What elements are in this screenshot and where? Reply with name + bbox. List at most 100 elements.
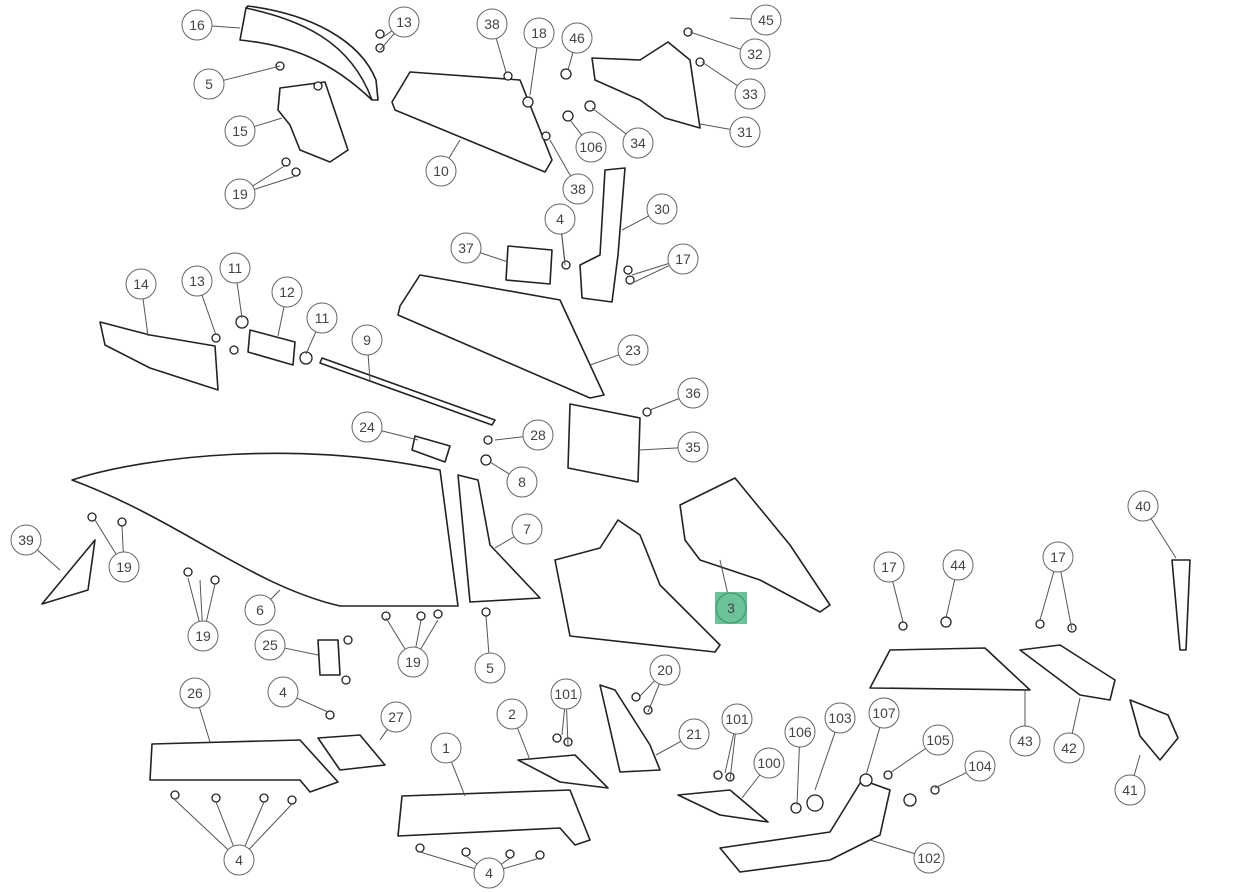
callout-1[interactable]: 1 (430, 732, 462, 764)
callout-11[interactable]: 11 (306, 302, 338, 334)
callout-46[interactable]: 46 (561, 22, 593, 54)
leader-line (503, 857, 541, 870)
callout-106[interactable]: 106 (784, 716, 816, 748)
callout-41[interactable]: 41 (1114, 774, 1146, 806)
callout-31[interactable]: 31 (729, 116, 761, 148)
callout-30[interactable]: 30 (646, 193, 678, 225)
callout-28[interactable]: 28 (522, 419, 554, 451)
callout-102[interactable]: 102 (913, 842, 945, 874)
callout-label: 4 (279, 684, 287, 700)
callout-35[interactable]: 35 (677, 431, 709, 463)
callout-11[interactable]: 11 (219, 252, 251, 284)
callout-label: 102 (917, 850, 941, 866)
callout-19[interactable]: 19 (224, 178, 256, 210)
callout-105[interactable]: 105 (922, 724, 954, 756)
callout-104[interactable]: 104 (964, 750, 996, 782)
callout-4[interactable]: 4 (473, 857, 505, 889)
callout-3-highlighted[interactable]: 3 (715, 592, 747, 624)
callout-101[interactable]: 101 (550, 678, 582, 710)
callout-label: 35 (685, 439, 701, 455)
callout-36[interactable]: 36 (677, 377, 709, 409)
callout-39[interactable]: 39 (10, 524, 42, 556)
callout-38[interactable]: 38 (562, 173, 594, 205)
callout-7[interactable]: 7 (511, 513, 543, 545)
callout-20[interactable]: 20 (649, 654, 681, 686)
callout-4[interactable]: 4 (544, 203, 576, 235)
leader-line (254, 175, 297, 190)
leader-line (199, 579, 203, 622)
callout-label: 40 (1135, 498, 1151, 514)
callout-circle (511, 513, 543, 545)
leader-line (934, 772, 967, 789)
callout-101[interactable]: 101 (721, 703, 753, 735)
callout-19[interactable]: 19 (187, 620, 219, 652)
leader-line (945, 579, 956, 619)
leader-line (379, 729, 388, 741)
callout-5[interactable]: 5 (193, 68, 225, 100)
callout-37[interactable]: 37 (450, 232, 482, 264)
callout-5[interactable]: 5 (474, 652, 506, 684)
callout-10[interactable]: 10 (425, 155, 457, 187)
callout-40[interactable]: 40 (1127, 490, 1159, 522)
part-23-plate (397, 274, 605, 399)
callout-circle (721, 703, 753, 735)
callout-42[interactable]: 42 (1053, 732, 1085, 764)
callout-2[interactable]: 2 (496, 698, 528, 730)
callout-17[interactable]: 17 (1042, 541, 1074, 573)
callout-32[interactable]: 32 (739, 38, 771, 70)
callout-13[interactable]: 13 (181, 265, 213, 297)
callout-circle (575, 131, 607, 163)
callout-circle (10, 524, 42, 556)
callout-circle (425, 155, 457, 187)
callout-14[interactable]: 14 (125, 268, 157, 300)
callout-17[interactable]: 17 (667, 243, 699, 275)
callout-12[interactable]: 12 (271, 276, 303, 308)
callout-38[interactable]: 38 (476, 8, 508, 40)
callout-27[interactable]: 27 (380, 701, 412, 733)
callout-circle (824, 702, 856, 734)
callout-23[interactable]: 23 (617, 334, 649, 366)
callout-100[interactable]: 100 (753, 747, 785, 779)
callout-24[interactable]: 24 (351, 411, 383, 443)
callout-45[interactable]: 45 (750, 4, 782, 36)
callout-16[interactable]: 16 (181, 9, 213, 41)
callout-34[interactable]: 34 (622, 127, 654, 159)
callout-9[interactable]: 9 (351, 324, 383, 356)
leader-line (448, 139, 461, 159)
leader-line (494, 436, 524, 441)
callout-6[interactable]: 6 (244, 594, 276, 626)
callout-label: 23 (625, 342, 641, 358)
part-15-bracket (277, 81, 349, 163)
callout-17[interactable]: 17 (873, 551, 905, 583)
callout-circle (667, 243, 699, 275)
callout-13[interactable]: 13 (388, 6, 420, 38)
callout-15[interactable]: 15 (224, 115, 256, 147)
callout-4[interactable]: 4 (223, 844, 255, 876)
callout-25[interactable]: 25 (254, 629, 286, 661)
callout-label: 31 (737, 124, 753, 140)
callout-19[interactable]: 19 (108, 551, 140, 583)
callout-21[interactable]: 21 (678, 718, 710, 750)
callout-43[interactable]: 43 (1009, 725, 1041, 757)
callout-18[interactable]: 18 (523, 17, 555, 49)
callout-circle (267, 676, 299, 708)
callout-8[interactable]: 8 (506, 466, 538, 498)
leader-line (567, 52, 574, 71)
leader-line (485, 615, 490, 654)
callout-26[interactable]: 26 (179, 677, 211, 709)
callout-label: 3 (727, 600, 735, 616)
callout-4[interactable]: 4 (267, 676, 299, 708)
callout-19[interactable]: 19 (397, 646, 429, 678)
callout-106[interactable]: 106 (575, 131, 607, 163)
callout-44[interactable]: 44 (942, 549, 974, 581)
leader-line (94, 519, 117, 555)
callout-33[interactable]: 33 (734, 78, 766, 110)
callout-107[interactable]: 107 (868, 697, 900, 729)
callout-103[interactable]: 103 (824, 702, 856, 734)
callout-circle (677, 377, 709, 409)
callout-label: 37 (458, 240, 474, 256)
callout-circle (388, 6, 420, 38)
callout-label: 17 (675, 251, 691, 267)
part-6-mouldboard (71, 452, 459, 607)
